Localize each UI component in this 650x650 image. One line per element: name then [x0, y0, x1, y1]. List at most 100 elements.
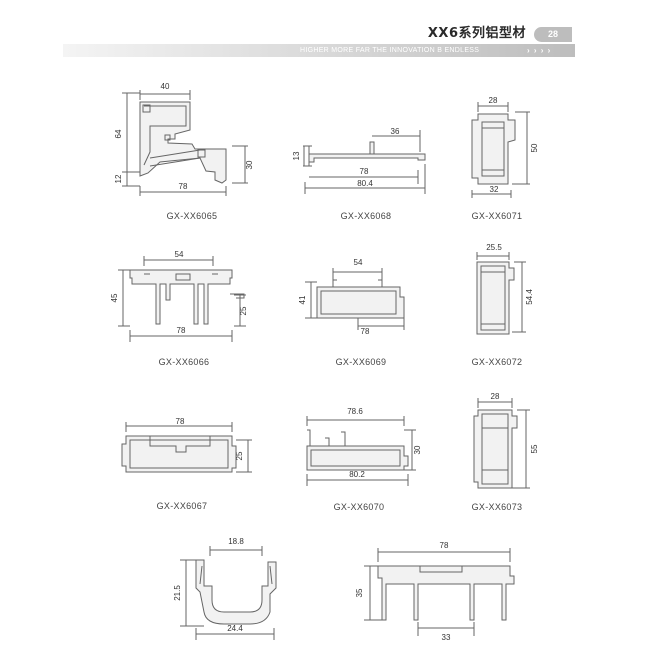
profile-inner-line	[310, 449, 401, 467]
dimension-label: 54	[354, 258, 363, 267]
dimension-line	[306, 474, 409, 486]
dimension-line	[129, 330, 233, 342]
dimension-line	[476, 252, 510, 260]
profile-slot	[307, 429, 346, 446]
profile-inner-line	[143, 105, 187, 166]
dimension-label: 55	[530, 444, 539, 453]
dimension-line	[122, 172, 140, 187]
profile-u-channel	[180, 546, 277, 640]
dimension-line	[143, 256, 214, 266]
dimension-label: 78	[360, 167, 369, 176]
profile-outline	[377, 565, 515, 621]
profile-code: GX-XX6069	[335, 357, 387, 367]
dimension-line	[417, 622, 475, 636]
dimension-line	[234, 294, 246, 327]
profile-slot	[419, 566, 463, 573]
dimension-line	[364, 565, 382, 621]
profile-code: GX-XX6067	[156, 501, 208, 511]
dimension-label: 18.8	[228, 537, 244, 546]
profile-inner-line	[149, 149, 201, 167]
dimension-line	[209, 546, 263, 556]
dimension-label: 80.2	[349, 470, 365, 479]
dimension-line	[118, 269, 130, 327]
profile-inner-line	[481, 121, 505, 177]
dimension-label: 54	[175, 250, 184, 259]
profile-code: GX-XX6068	[340, 211, 392, 221]
dimension-line	[477, 398, 513, 408]
dimension-line	[306, 416, 405, 426]
profile-outline	[476, 261, 515, 335]
dimension-line	[232, 145, 248, 184]
dimension-label: 25	[235, 451, 244, 460]
dimension-line	[512, 261, 526, 333]
profile-inner-line	[480, 265, 506, 331]
dimension-line	[404, 429, 416, 471]
dimension-label: 12	[114, 174, 123, 183]
dimension-label: 13	[292, 151, 301, 160]
dimension-label: 35	[355, 588, 364, 597]
dimension-line	[357, 318, 405, 330]
profile-gx-xx6071	[471, 102, 530, 198]
dimension-line	[304, 164, 426, 194]
profile-outline	[306, 445, 409, 471]
profile-code: GX-XX6073	[471, 502, 523, 512]
chevron-right-icon: › › › ›	[527, 46, 552, 55]
dimension-label: 40	[161, 82, 170, 91]
page-title: XX6系列铝型材	[427, 26, 526, 41]
dimension-line	[512, 111, 530, 185]
header-band	[63, 44, 575, 57]
profile-outline	[471, 113, 516, 185]
dimension-label: 78	[176, 417, 185, 426]
dimension-line	[471, 190, 512, 198]
dimension-line	[139, 186, 227, 196]
profile-outline	[308, 153, 426, 163]
profile-gx-xx6067	[121, 422, 252, 473]
dimension-label: 24.4	[227, 624, 243, 633]
dimension-label: 41	[298, 295, 307, 304]
profile-inner-line	[482, 127, 504, 171]
dimension-label: 36	[391, 127, 400, 136]
dimension-label: 25.5	[486, 243, 502, 252]
profile-wide-frame	[364, 548, 515, 636]
profile-code: GX-XX6066	[158, 357, 210, 367]
dimension-label: 30	[245, 160, 254, 169]
dimension-label: 32	[490, 185, 499, 194]
dimension-label: 50	[530, 143, 539, 152]
dimension-label: 25	[239, 306, 248, 315]
dimension-line	[332, 268, 383, 280]
dimension-line	[125, 422, 233, 432]
profile-slot	[332, 279, 383, 287]
profile-outline	[129, 269, 233, 325]
dimension-line	[377, 548, 511, 562]
dimension-line	[236, 439, 252, 473]
profile-code: GX-XX6065	[166, 211, 218, 221]
header-slogan: HIGHER MORE FAR THE INNOVATION B ENDLESS	[300, 47, 480, 54]
profile-inner-line	[320, 290, 397, 315]
dimension-label: 54.4	[525, 289, 534, 305]
dimension-label: 45	[110, 293, 119, 302]
profile-outline	[316, 286, 405, 319]
profile-code: GX-XX6071	[471, 211, 523, 221]
profile-slot	[142, 104, 206, 158]
dimension-label: 80.4	[357, 179, 373, 188]
profile-gx-xx6065	[122, 90, 248, 196]
profile-inner-line	[149, 436, 211, 453]
profile-gx-xx6073	[473, 398, 530, 489]
profile-gx-xx6069	[305, 268, 405, 330]
dimension-line	[477, 102, 509, 112]
profile-gx-xx6066	[118, 256, 246, 342]
profile-gx-xx6070	[306, 416, 416, 486]
dimension-label: 78.6	[347, 407, 363, 416]
dimension-line	[139, 90, 191, 100]
profile-gx-xx6068	[303, 130, 426, 194]
page-number-badge: 28	[534, 27, 572, 42]
profile-outline	[369, 141, 375, 155]
dimension-line	[303, 145, 312, 167]
dimension-line	[180, 559, 204, 627]
dimension-label: 78	[361, 327, 370, 336]
profile-slot	[144, 273, 218, 281]
dimension-line	[309, 170, 419, 184]
dimension-line	[305, 281, 317, 319]
